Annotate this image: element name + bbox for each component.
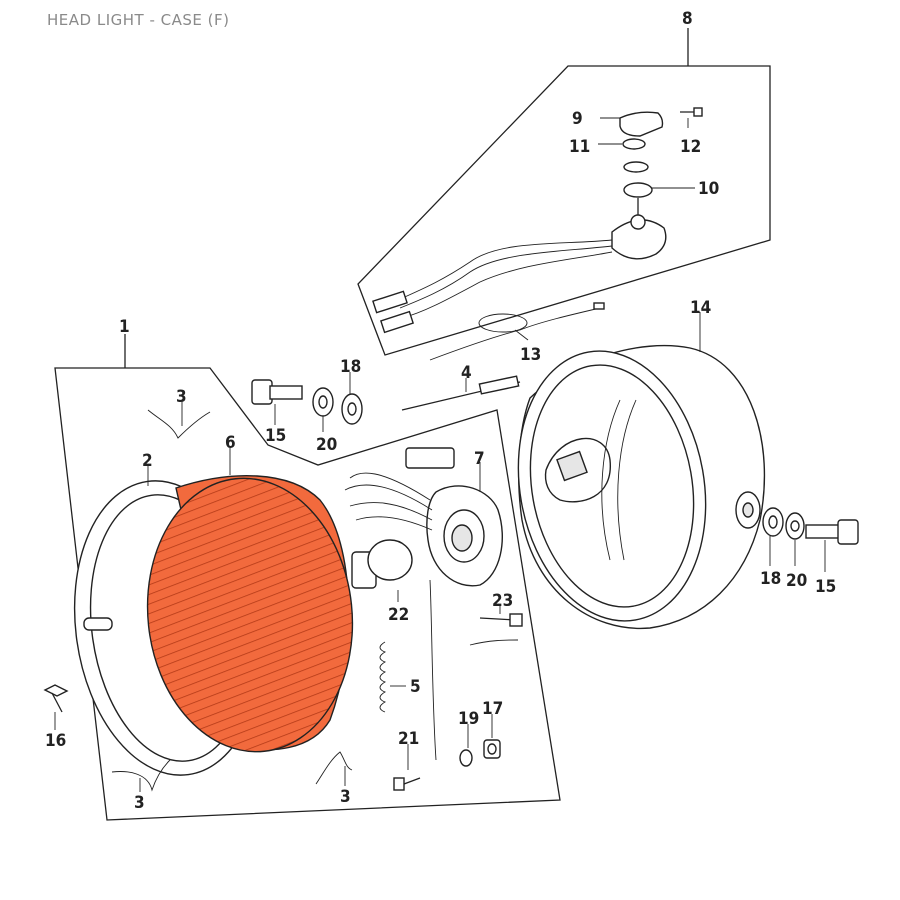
part-11-washer[interactable] — [622, 138, 646, 150]
part-20-washer-left[interactable] — [312, 387, 334, 417]
part-19-washer[interactable] — [459, 749, 473, 767]
part-22-bulb[interactable] — [351, 539, 413, 589]
callout-21: 21 — [398, 729, 419, 749]
part-10-nut[interactable] — [623, 161, 653, 198]
callout-20-right: 20 — [786, 571, 807, 591]
part-13-cable[interactable] — [429, 302, 605, 361]
part-21-screw[interactable] — [393, 777, 421, 791]
callout-3-bottom-left: 3 — [134, 793, 145, 813]
callout-9: 9 — [572, 109, 583, 129]
callout-6: 6 — [225, 433, 236, 453]
part-18-washer-right[interactable] — [762, 507, 784, 537]
callout-20-left: 20 — [316, 435, 337, 455]
callout-18-right: 18 — [760, 569, 781, 589]
part-18-washer-left[interactable] — [341, 393, 363, 425]
part-8-switch-body[interactable] — [372, 198, 667, 334]
part-17-nut[interactable] — [483, 739, 501, 759]
part-20-washer-right[interactable] — [785, 512, 805, 540]
group-1-outline — [54, 334, 561, 821]
callout-15-right: 15 — [815, 577, 836, 597]
callout-3-top: 3 — [176, 387, 187, 407]
part-9-switch-knob[interactable] — [619, 111, 664, 137]
part-6-lens-highlighted[interactable] — [134, 468, 366, 762]
callout-22: 22 — [388, 605, 409, 625]
part-3-clip-bottom-left[interactable] — [111, 759, 171, 792]
callout-14: 14 — [690, 298, 711, 318]
callout-23: 23 — [492, 591, 513, 611]
callout-16: 16 — [45, 731, 66, 751]
callout-17: 17 — [482, 699, 503, 719]
part-23-screw[interactable] — [479, 613, 523, 627]
part-15-bolt-left[interactable] — [251, 379, 303, 405]
page-title: HEAD LIGHT - CASE (F) — [47, 11, 230, 29]
callout-1: 1 — [119, 317, 130, 337]
part-16-screw[interactable] — [43, 684, 69, 713]
part-7-socket[interactable] — [344, 447, 519, 761]
part-3-clip-top[interactable] — [147, 409, 211, 439]
callout-11: 11 — [569, 137, 590, 157]
callout-15-left: 15 — [265, 426, 286, 446]
part-12-screw[interactable] — [680, 107, 703, 117]
callout-4: 4 — [461, 363, 472, 383]
callout-5: 5 — [410, 677, 421, 697]
part-3-clip-bottom-right[interactable] — [315, 751, 353, 785]
callout-19: 19 — [458, 709, 479, 729]
leader-lines — [54, 117, 826, 792]
part-14-case[interactable] — [498, 336, 766, 636]
callout-8: 8 — [682, 9, 693, 29]
group-8-outline — [357, 28, 771, 356]
callout-2: 2 — [142, 451, 153, 471]
callout-7: 7 — [474, 449, 485, 469]
callout-18-left: 18 — [340, 357, 361, 377]
callout-10: 10 — [698, 179, 719, 199]
part-15-bolt-right[interactable] — [805, 519, 859, 545]
callout-12: 12 — [680, 137, 701, 157]
callout-labels: 8 9 11 12 10 13 14 4 18 15 20 1 3 2 6 7 … — [45, 9, 836, 813]
callout-3-bottom-right: 3 — [340, 787, 351, 807]
callout-13: 13 — [520, 345, 541, 365]
part-4-cable[interactable] — [401, 375, 521, 411]
part-5-spring[interactable] — [379, 641, 387, 713]
